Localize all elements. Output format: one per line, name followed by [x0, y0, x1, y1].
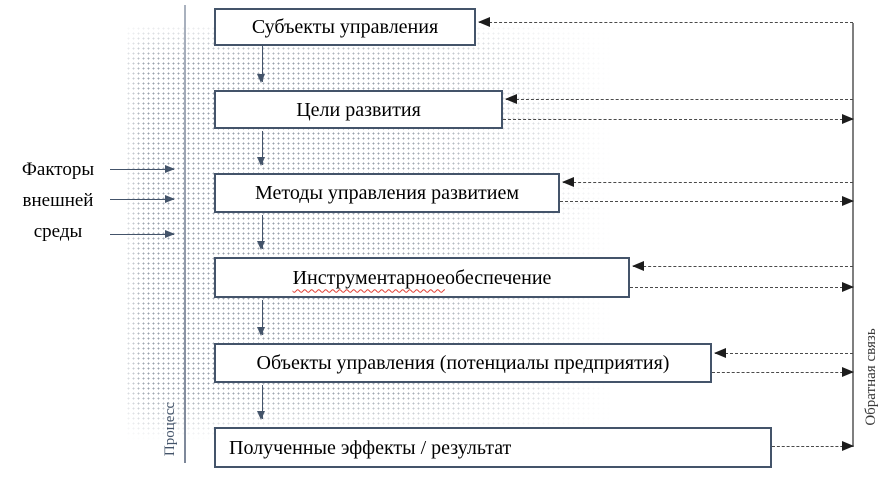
feedback-arrow-into-objects: [714, 348, 853, 359]
external-factors-line-1: Факторы: [21, 159, 95, 180]
feedback-arrow-from-results: [772, 441, 854, 452]
feedback-arrow-into-subjects: [478, 17, 853, 28]
flow-arrow-subjects-to-goals: [257, 46, 266, 83]
flow-arrow-objects-to-results: [257, 385, 266, 420]
process-axis-label: Процесс: [162, 401, 178, 457]
feedback-axis-label: Обратная связь: [863, 328, 879, 426]
flow-box-methods-label: Методы управления развитием: [254, 182, 520, 204]
external-factor-arrow-2: [110, 194, 175, 203]
flow-box-subjects: Субъекты управления: [214, 8, 476, 46]
flow-box-subjects-label: Субъекты управления: [251, 16, 439, 38]
feedback-arrow-from-goals: [503, 114, 854, 125]
flow-box-goals: Цели развития: [214, 90, 503, 129]
flow-arrow-methods-to-tools: [257, 215, 266, 250]
feedback-arrow-from-objects: [712, 367, 854, 378]
process-axis-line: [184, 5, 186, 463]
flow-box-tools-label-misspelled-word: Инструментарное: [292, 266, 445, 289]
flow-box-methods: Методы управления развитием: [214, 173, 560, 213]
flow-box-results: Полученные эффекты / результат: [214, 427, 772, 468]
external-factors-line-2: внешней: [22, 190, 94, 211]
flow-box-objects-label: Объекты управления (потенциалы предприят…: [256, 352, 670, 374]
flow-arrow-tools-to-objects: [257, 300, 266, 336]
flow-box-goals-label: Цели развития: [296, 98, 421, 121]
feedback-arrow-from-methods: [560, 196, 854, 207]
flow-box-objects: Объекты управления (потенциалы предприят…: [214, 343, 712, 383]
feedback-arrow-into-tools: [632, 261, 853, 272]
flow-box-tools-label-rest: обеспечение: [444, 266, 552, 289]
external-factor-arrow-1: [110, 164, 175, 173]
feedback-arrow-into-goals: [505, 94, 853, 105]
feedback-axis-line: [852, 23, 854, 447]
flow-arrow-goals-to-methods: [257, 131, 266, 166]
flow-box-tools: Инструментарное обеспечение: [214, 257, 630, 298]
feedback-arrow-from-tools: [630, 282, 854, 293]
feedback-arrow-into-methods: [562, 177, 853, 188]
external-factors-caption: Факторы внешней среды: [6, 154, 110, 247]
external-factor-arrow-3: [110, 229, 175, 238]
external-factors-line-3: среды: [33, 221, 83, 242]
flow-box-results-label: Полученные эффекты / результат: [229, 436, 512, 459]
